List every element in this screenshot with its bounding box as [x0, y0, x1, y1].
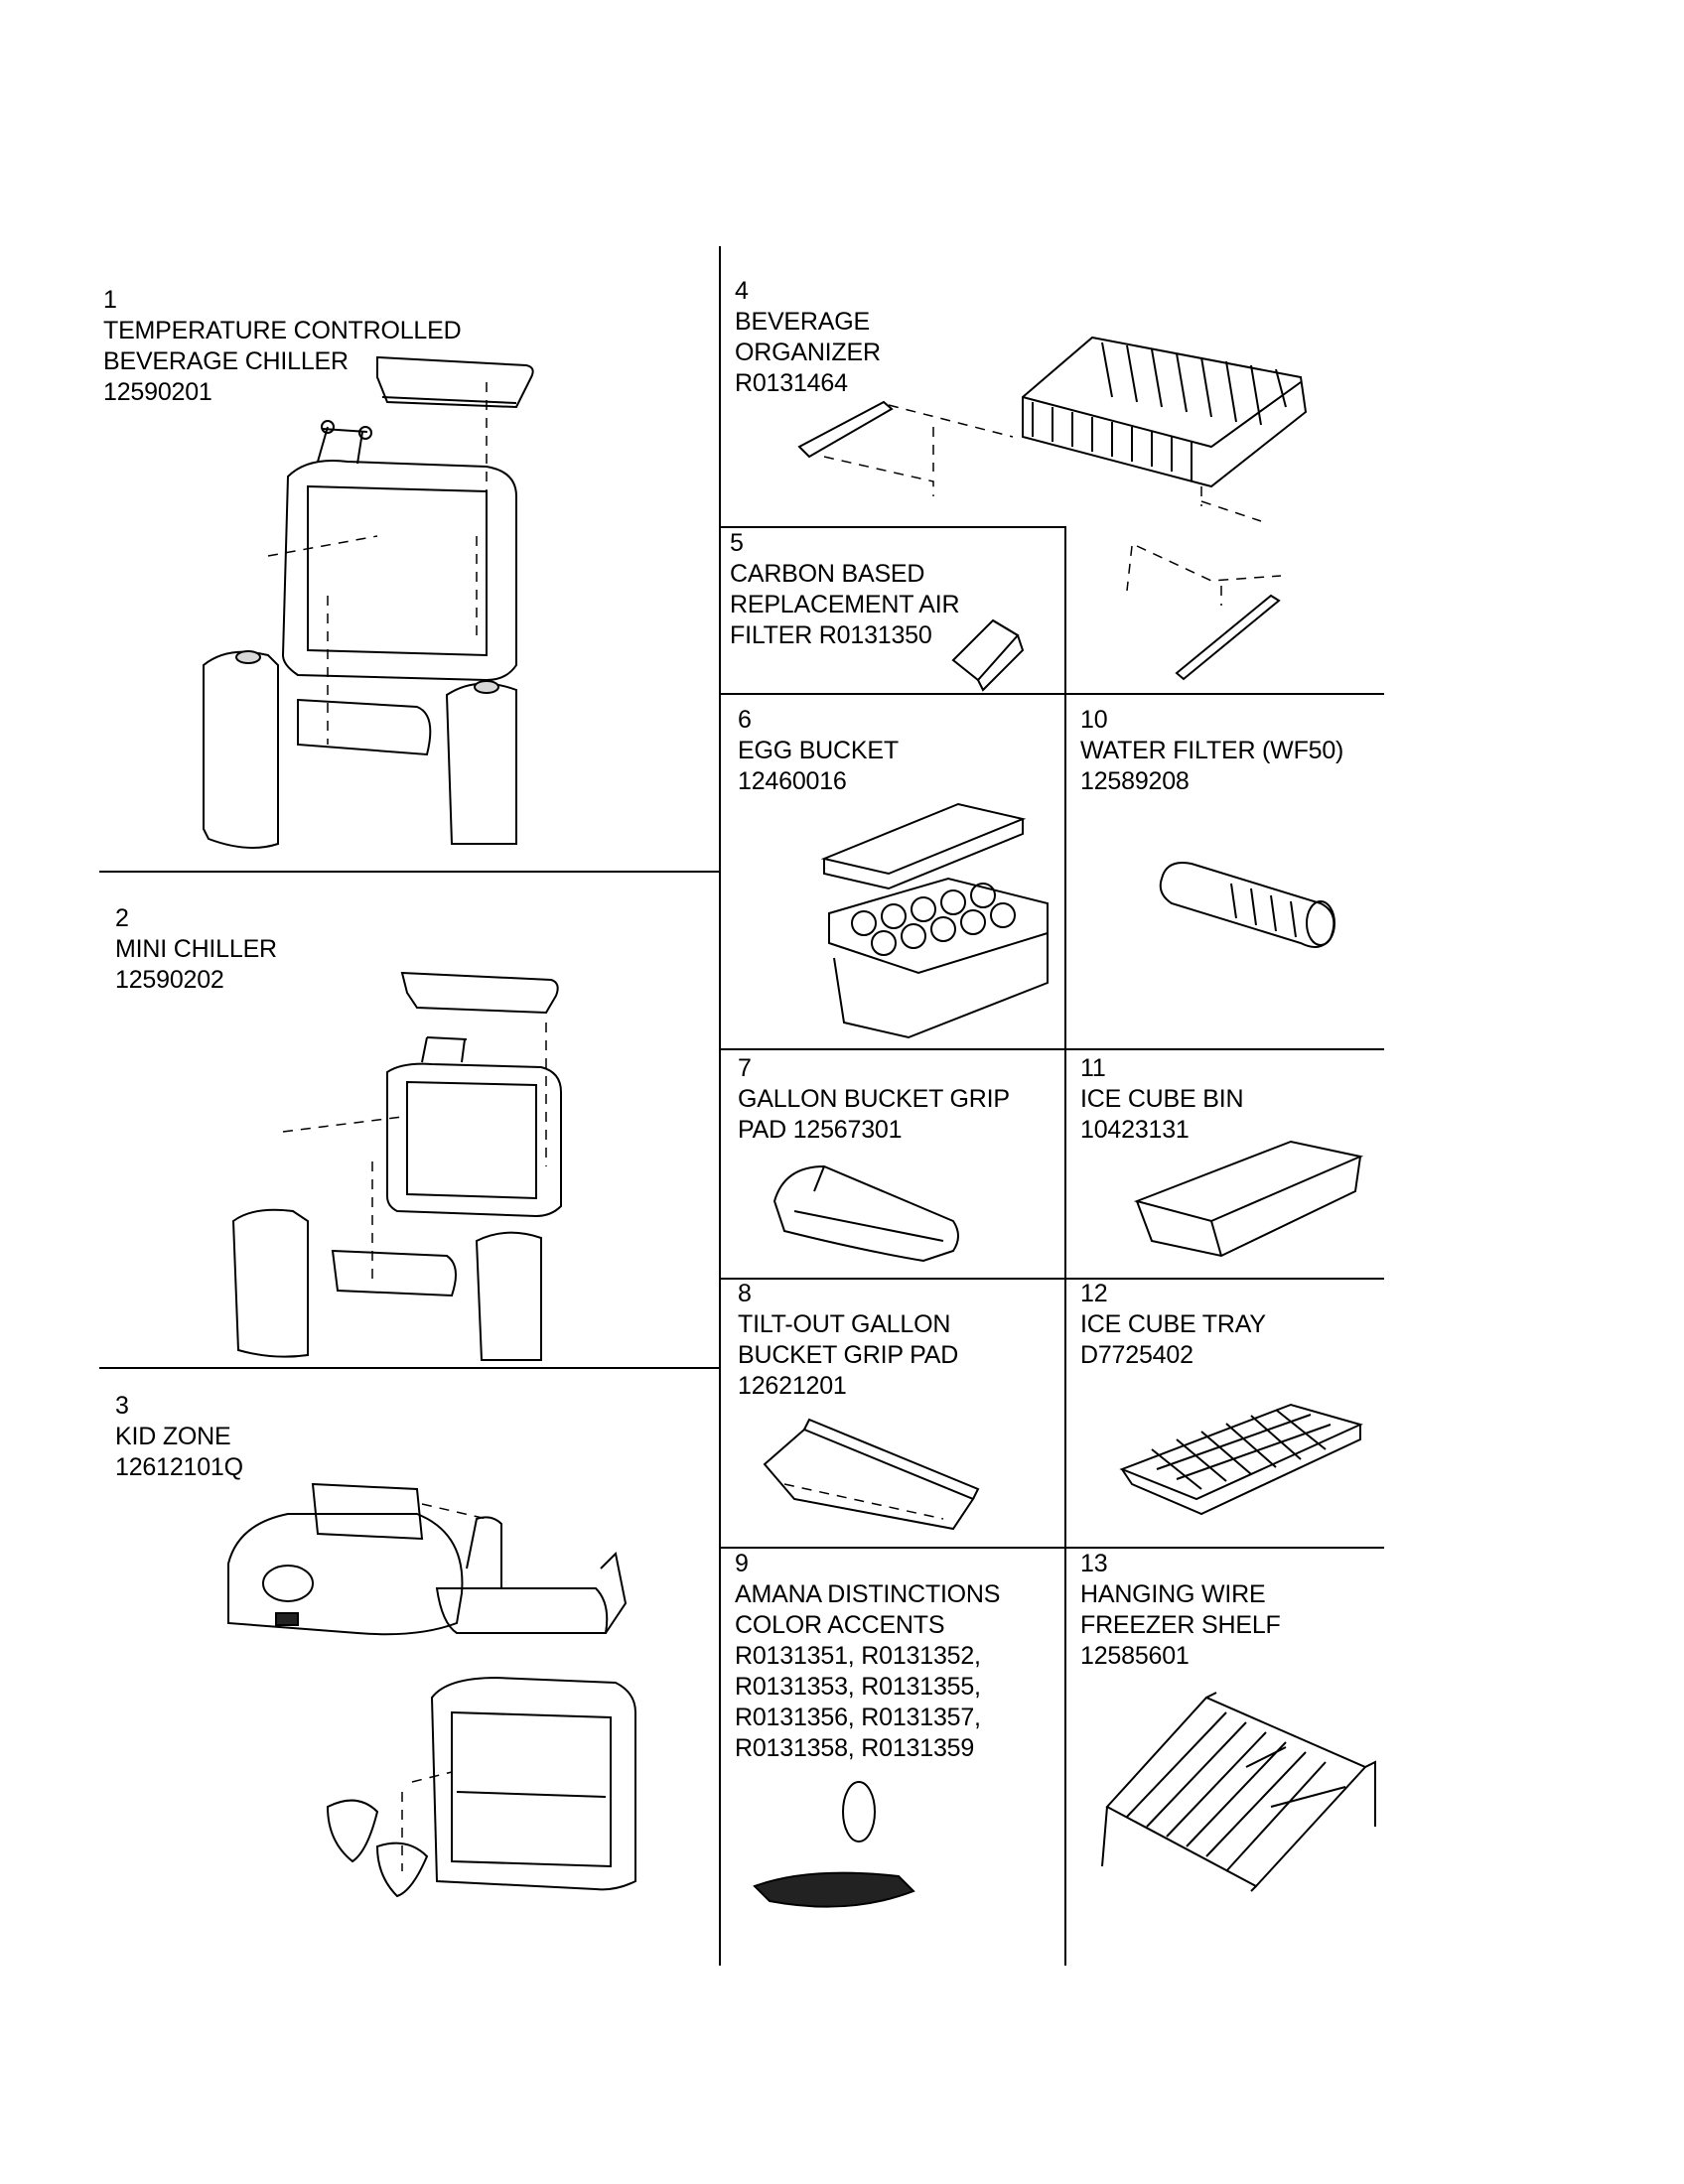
part-label-10: 10 WATER FILTER (WF50) 12589208 [1080, 705, 1343, 797]
part-code: 12590202 [115, 966, 224, 994]
part-desc-line: CARBON BASED [730, 560, 925, 588]
part-number: 13 [1080, 1550, 1108, 1577]
part-desc-line: REPLACEMENT AIR [730, 591, 960, 618]
part-number: 7 [738, 1054, 752, 1082]
part-number: 11 [1080, 1054, 1106, 1082]
divider-left-1 [99, 871, 720, 873]
part-label-9: 9 AMANA DISTINCTIONS COLOR ACCENTS R0131… [735, 1549, 1000, 1764]
part-code: 12460016 [738, 767, 847, 795]
kid-zone-icon [227, 1482, 636, 1898]
part-label-11: 11 ICE CUBE BIN 10423131 [1080, 1053, 1244, 1146]
part-label-7: 7 GALLON BUCKET GRIP PAD 12567301 [738, 1053, 1010, 1146]
divider-right-1 [719, 693, 1384, 695]
part-code: 12590201 [103, 378, 212, 406]
part-number: 4 [735, 277, 749, 305]
part-code: R0131356, R0131357, [735, 1704, 981, 1731]
color-accents-icon [753, 1781, 915, 1908]
part-code: 10423131 [1080, 1116, 1190, 1144]
part-desc-line: HANGING WIRE [1080, 1580, 1266, 1608]
part-code: R0131353, R0131355, [735, 1673, 981, 1701]
part-number: 1 [103, 286, 117, 314]
part-desc-line: GALLON BUCKET GRIP [738, 1085, 1010, 1113]
divider-right-2 [719, 1048, 1384, 1050]
part-label-5: 5 CARBON BASED REPLACEMENT AIR FILTER R0… [730, 528, 960, 651]
part-desc-line: MINI CHILLER [115, 935, 277, 963]
part-code: D7725402 [1080, 1341, 1193, 1369]
part-number: 5 [730, 529, 744, 557]
ice-cube-bin-icon [1133, 1140, 1364, 1258]
part-desc-line: WATER FILTER (WF50) [1080, 737, 1344, 764]
part-desc-line: KID ZONE [115, 1423, 231, 1450]
part-desc-line: BEVERAGE CHILLER [103, 347, 349, 375]
divider-right-vertical [1064, 526, 1066, 1966]
divider-right-4 [719, 1547, 1384, 1549]
part-number: 10 [1080, 706, 1108, 734]
part-desc-line: COLOR ACCENTS [735, 1611, 945, 1639]
divider-main-vertical [719, 246, 721, 1966]
part-code: 12621201 [738, 1372, 847, 1400]
part-code: R0131464 [735, 369, 848, 397]
part-number: 9 [735, 1550, 749, 1577]
part-label-3: 3 KID ZONE 12612101Q [115, 1391, 243, 1483]
part-code: R0131358, R0131359 [735, 1734, 975, 1762]
part-desc-line: BEVERAGE [735, 308, 870, 336]
part-label-4: 4 BEVERAGE ORGANIZER R0131464 [735, 276, 881, 399]
air-filter-icon [951, 618, 1025, 692]
part-desc-line: AMANA DISTINCTIONS [735, 1580, 1001, 1608]
part-code: 12585601 [1080, 1642, 1190, 1670]
grip-pad-icon [772, 1164, 959, 1263]
part-number: 8 [738, 1280, 752, 1307]
part-desc-line: ICE CUBE TRAY [1080, 1310, 1266, 1338]
part-desc-line: FILTER R0131350 [730, 621, 932, 649]
part-code: 12612101Q [115, 1453, 243, 1481]
wire-shelf-icon [1101, 1692, 1376, 1892]
water-filter-icon [1159, 862, 1335, 948]
mini-chiller-icon [231, 971, 562, 1361]
divider-mid-5-top [719, 526, 1066, 528]
part-label-1: 1 TEMPERATURE CONTROLLED BEVERAGE CHILLE… [103, 285, 462, 408]
tilt-out-grip-pad-icon [763, 1418, 980, 1531]
beverage-organizer-icon [797, 336, 1308, 681]
divider-right-3 [719, 1278, 1384, 1280]
part-desc-line: TILT-OUT GALLON [738, 1310, 951, 1338]
part-number: 12 [1080, 1280, 1108, 1307]
part-label-13: 13 HANGING WIRE FREEZER SHELF 12585601 [1080, 1549, 1281, 1672]
part-desc-line: FREEZER SHELF [1080, 1611, 1281, 1639]
divider-left-2 [99, 1367, 720, 1369]
part-code: R0131351, R0131352, [735, 1642, 981, 1670]
part-desc-line: TEMPERATURE CONTROLLED [103, 317, 462, 344]
part-desc-line: EGG BUCKET [738, 737, 899, 764]
ice-cube-tray-icon [1119, 1403, 1363, 1516]
part-desc-line: ICE CUBE BIN [1080, 1085, 1244, 1113]
part-code: 12589208 [1080, 767, 1190, 795]
beverage-chiller-icon [203, 355, 534, 849]
part-label-2: 2 MINI CHILLER 12590202 [115, 903, 277, 996]
part-desc-line: BUCKET GRIP PAD [738, 1341, 959, 1369]
part-number: 2 [115, 904, 129, 932]
part-number: 6 [738, 706, 752, 734]
part-desc-line: ORGANIZER [735, 339, 881, 366]
part-desc-line: PAD 12567301 [738, 1116, 903, 1144]
egg-bucket-icon [820, 802, 1049, 1039]
part-number: 3 [115, 1392, 129, 1420]
part-label-6: 6 EGG BUCKET 12460016 [738, 705, 899, 797]
part-label-8: 8 TILT-OUT GALLON BUCKET GRIP PAD 126212… [738, 1279, 958, 1402]
part-label-12: 12 ICE CUBE TRAY D7725402 [1080, 1279, 1266, 1371]
